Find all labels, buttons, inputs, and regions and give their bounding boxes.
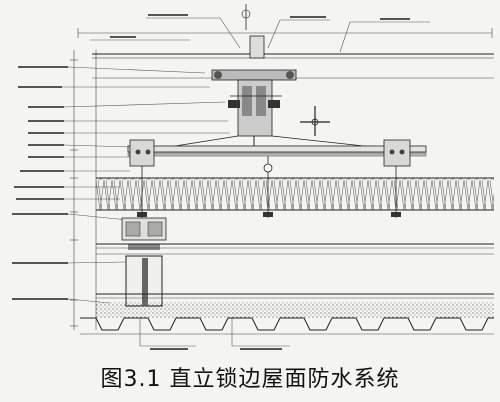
left-dimension-chain <box>70 50 97 330</box>
support-column <box>121 217 167 307</box>
top-dimension-line <box>77 28 493 38</box>
cross-symbol-icon <box>300 106 330 136</box>
top-annotations <box>90 14 430 53</box>
purlin-brackets <box>129 139 411 173</box>
substrate-layer <box>96 302 494 318</box>
left-annotations <box>12 66 230 304</box>
standing-seam-clamp <box>211 35 297 137</box>
north-arrow-icon <box>241 4 251 30</box>
bottom-annotations <box>139 318 290 350</box>
fixing-rods <box>137 166 401 218</box>
figure-caption: 图3.1 直立锁边屋面防水系统 <box>100 367 400 392</box>
profiled-steel-deck <box>80 317 494 335</box>
lower-deck-layers <box>96 243 494 299</box>
purlin-beam <box>127 145 427 157</box>
insulation-layer-upper <box>96 177 494 211</box>
